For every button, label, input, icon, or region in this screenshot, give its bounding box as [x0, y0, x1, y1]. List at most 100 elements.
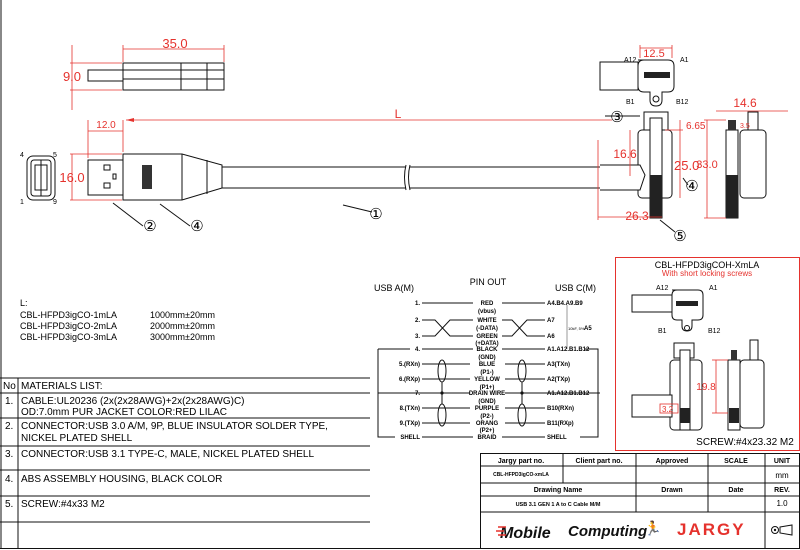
dim-9: 9.0: [63, 69, 81, 84]
wire-1-sub: (vbus): [478, 309, 496, 315]
dim-16: 16.0: [59, 170, 84, 185]
wire-4-sub: (GND): [478, 355, 495, 361]
pin-c-1: A4.B4.A9.B9: [547, 301, 583, 307]
pin-a-shell: SHELL: [400, 435, 420, 441]
typec-front-view: [704, 110, 788, 219]
balloon-1: ①: [369, 206, 382, 223]
tb-header-rev: REV.: [774, 487, 790, 494]
pinout-usb-c-header: USB C(M): [555, 283, 596, 293]
material-1-line1: CABLE:UL20236 (2x(2x28AWG)+2x(2x28AWG)C): [21, 396, 245, 407]
wire-3: GREEN: [476, 334, 497, 340]
dim-14-6: 14.6: [733, 96, 757, 110]
balloon-3: ③: [610, 109, 623, 126]
wire-8: PURPLE: [475, 406, 499, 412]
usb-a-receptacle-end-view: [26, 155, 56, 201]
variant-box: [615, 257, 800, 451]
pin-label-1: 1: [20, 199, 24, 206]
pin-label-5: 5: [53, 152, 57, 159]
logo-jargy: JARGY: [677, 520, 746, 539]
material-no-1: 1.: [5, 396, 13, 407]
pin-a-5: 5.(RXn): [399, 362, 420, 368]
materials-header: MATERIALS LIST:: [21, 381, 103, 392]
material-2-line2: NICKEL PLATED SHELL: [21, 433, 133, 444]
wire-3-sub: (+DATA): [475, 341, 498, 347]
tb-header-scale: SCALE: [724, 458, 748, 465]
material-4-line1: ABS ASSEMBLY HOUSING, BLACK COLOR: [21, 474, 222, 485]
pin-b1: B1: [626, 99, 635, 106]
wire-9-sub: (P2+): [480, 428, 495, 434]
balloon-4: ④: [190, 218, 203, 235]
pin-c-8: B10(RXn): [547, 406, 574, 412]
wire-2-sub: (-DATA): [476, 326, 498, 332]
length-part-3: CBL-HFPD3igCO-3mLA: [20, 332, 117, 342]
wire-6-sub: (P1+): [480, 385, 495, 391]
tb-header-drawing-name: Drawing Name: [534, 487, 583, 494]
wire-5-sub: (P1-): [480, 370, 493, 376]
variant-pin-a12: A12: [656, 285, 669, 292]
tb-header-date: Date: [728, 487, 743, 494]
tb-jargy-part-value: CBL-HFPD3igCO-xmLA: [493, 472, 549, 478]
usb-a-plug-main-view: [70, 118, 640, 201]
material-2-line1: CONNECTOR:USB 3.0 A/M, 9P, BLUE INSULATO…: [21, 421, 328, 432]
variant-pin-a1: A1: [709, 285, 718, 292]
pin-c-2: A7: [547, 318, 555, 324]
variant-subtitle: With short locking screws: [662, 269, 752, 278]
tb-header-approved: Approved: [656, 458, 689, 465]
usb-a-top-view: [70, 45, 225, 110]
balloon-4b: ④: [685, 178, 698, 195]
pin-a12: A12: [624, 57, 637, 64]
length-list-title: L:: [20, 298, 28, 308]
length-value-3: 3000mm±20mm: [150, 332, 215, 342]
pin-label-9: 9: [53, 199, 57, 206]
material-no-3: 3.: [5, 449, 13, 460]
pinout-usb-a-header: USB A(M): [374, 283, 414, 293]
wire-6: YELLOW: [474, 377, 500, 383]
wire-shell: BRAID: [478, 435, 498, 441]
pin-c-6: A2(TXp): [547, 377, 570, 383]
pin-a-8: 8.(TXn): [400, 406, 420, 412]
materials-no-header: No: [3, 381, 16, 392]
material-1-line2: OD:7.0mm PUR JACKET COLOR:RED LILAC: [21, 407, 227, 418]
leader-lines: [112, 115, 689, 233]
pin-a-7: 7.: [415, 391, 420, 397]
running-man-icon: 🏃: [644, 520, 661, 536]
variant-side-views: [631, 339, 765, 431]
logo-mobile: Mobile: [500, 525, 551, 542]
pin-a1: A1: [680, 57, 689, 64]
company-logo: Mobile Computing 🏃 JARGY: [496, 520, 746, 542]
pin-c-3: A6: [547, 334, 555, 340]
pin-c-4: A1.A12.B1.B12: [547, 347, 590, 353]
wire-5: BLUE: [479, 362, 495, 368]
tb-rev-value: 1.0: [776, 499, 788, 508]
pin-b12: B12: [676, 99, 689, 106]
tb-drawing-name-value: USB 3.1 GEN 1 A to C Cable M/M: [516, 502, 601, 508]
pin-c-5: A3(TXn): [547, 362, 570, 368]
projection-symbol-icon: [771, 524, 793, 536]
pin-a-3: 3.: [415, 334, 420, 340]
pin-c-9: B11(RXp): [547, 421, 574, 427]
tb-header-jargy-part: Jargy part no.: [498, 458, 544, 465]
variant-screw-note: SCREW:#4x23.32 M2: [696, 437, 794, 448]
typec-end-view: [599, 45, 675, 107]
pinout-rows: 1. RED (vbus) A4.B4.A9.B9 2. WHITE (-DAT…: [399, 301, 590, 441]
wire-7: DRAIN WIRE: [469, 391, 505, 397]
variant-pin-b12: B12: [708, 328, 721, 335]
wire-9: ORANG: [476, 421, 499, 427]
tb-header-client-part: Client part no.: [575, 458, 622, 465]
dim-length-l: L: [395, 107, 402, 121]
pin-c-7: A1.A12.B1.B12: [547, 391, 590, 397]
dim-6-65: 6.65: [686, 121, 706, 132]
length-value-2: 2000mm±20mm: [150, 321, 215, 331]
tb-header-drawn: Drawn: [661, 487, 682, 494]
pin-a-9: 9.(TXp): [400, 421, 420, 427]
pin-a-2: 2.: [415, 318, 420, 324]
material-no-5: 5.: [5, 499, 13, 510]
dim-12-5: 12.5: [643, 48, 664, 60]
material-no-4: 4.: [5, 474, 13, 485]
wire-8-sub: (P2-): [480, 414, 493, 420]
wire-7-sub: (GND): [478, 399, 495, 405]
wire-2: WHITE: [477, 318, 496, 324]
balloon-5: ⑤: [673, 228, 686, 245]
pin-a-6: 6.(RXp): [399, 377, 420, 383]
